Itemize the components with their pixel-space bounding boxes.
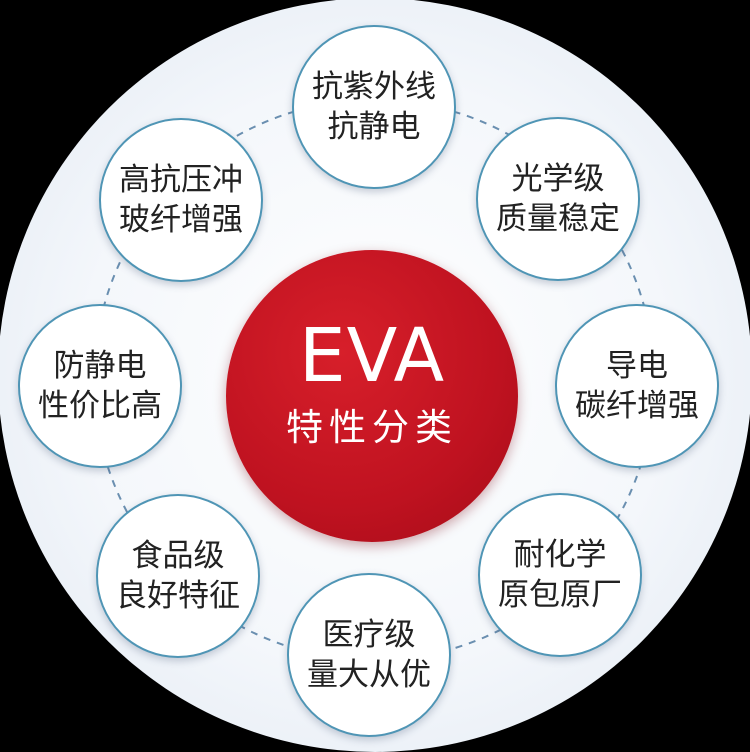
- center-subtitle: 特性分类: [286, 406, 458, 449]
- node-line1: 耐化学: [513, 537, 607, 573]
- node-food-grade: 食品级 良好特征: [96, 494, 260, 658]
- node-antistatic-value: 防静电 性价比高: [18, 304, 182, 468]
- node-line1: 高抗压冲: [119, 162, 243, 198]
- node-line2: 良好特征: [116, 578, 240, 614]
- node-line2: 碳纤增强: [575, 388, 699, 424]
- node-line1: 抗紫外线: [312, 69, 436, 105]
- node-line2: 玻纤增强: [119, 202, 243, 238]
- node-line1: 防静电: [53, 348, 147, 384]
- node-line1: 光学级: [511, 161, 605, 197]
- node-line2: 性价比高: [38, 388, 162, 424]
- node-line2: 量大从优: [307, 657, 431, 693]
- node-uv-antistatic: 抗紫外线 抗静电: [292, 25, 456, 189]
- node-line2: 抗静电: [327, 109, 421, 145]
- node-optical-grade: 光学级 质量稳定: [476, 117, 640, 281]
- node-line2: 原包原厂: [498, 577, 622, 613]
- node-conductive: 导电 碳纤增强: [555, 304, 719, 468]
- node-line1: 食品级: [131, 538, 225, 574]
- center-title: EVA: [298, 313, 446, 399]
- node-high-impact: 高抗压冲 玻纤增强: [99, 118, 263, 282]
- center-circle: EVA 特性分类: [226, 250, 518, 542]
- node-line1: 导电: [606, 348, 668, 384]
- node-medical-grade: 医疗级 量大从优: [287, 573, 451, 737]
- node-line1: 医疗级: [322, 617, 416, 653]
- node-chemical-resistant: 耐化学 原包原厂: [478, 493, 642, 657]
- node-line2: 质量稳定: [496, 201, 620, 237]
